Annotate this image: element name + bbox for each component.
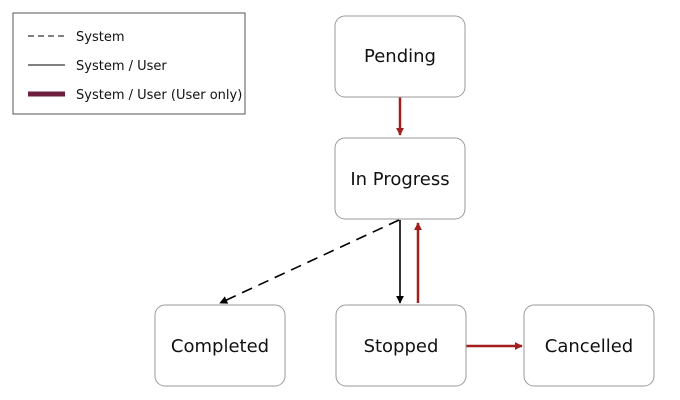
state-completed-box [154, 304, 286, 387]
legend-label-system: System [76, 30, 124, 45]
state-in-progress: In Progress [334, 137, 466, 220]
state-completed-label: Completed [171, 336, 269, 357]
legend-box [12, 12, 246, 115]
state-stopped: Stopped [335, 304, 467, 387]
legend-label-system-user: System / User [76, 59, 167, 74]
state-completed: Completed [154, 304, 286, 387]
legend-label-user-only: System / User (User only) [76, 88, 242, 103]
state-pending-box [334, 15, 466, 98]
state-cancelled: Cancelled [523, 304, 655, 387]
state-in-progress-box [334, 137, 466, 220]
state-in-progress-label: In Progress [350, 169, 449, 190]
state-pending-label: Pending [364, 46, 436, 67]
legend: System System / User System / User (User… [12, 12, 246, 115]
state-cancelled-box [523, 304, 655, 387]
arrow-in-progress-to-completed [219, 219, 400, 304]
state-stopped-box [335, 304, 467, 387]
transitions [219, 97, 523, 350]
state-cancelled-label: Cancelled [545, 336, 633, 357]
state-pending: Pending [334, 15, 466, 98]
state-stopped-label: Stopped [364, 336, 439, 357]
